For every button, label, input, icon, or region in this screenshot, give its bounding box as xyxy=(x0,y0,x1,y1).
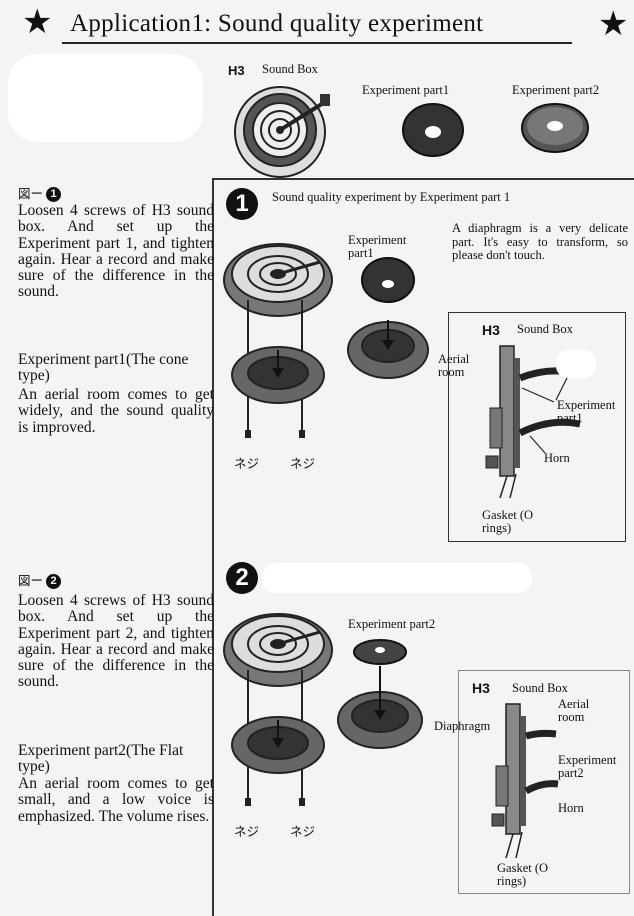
exp-part1-label: Experiment part1 xyxy=(362,83,450,97)
sound-box-icon xyxy=(234,86,330,178)
fig1-diagram-h3: H3 xyxy=(482,322,500,338)
fig1-cross-section-drawing xyxy=(485,345,581,499)
sound-box-label: Sound Box xyxy=(262,62,318,76)
fig2-assembly-illustration xyxy=(223,613,423,806)
fig2-diagram-sound-box: Sound Box xyxy=(512,681,568,695)
fig2-diagram-gasket: Gasket (O rings) xyxy=(497,861,549,888)
fig2-diagram-aerial-room: Aerial room xyxy=(558,697,590,724)
whiteout-fig1-diagram xyxy=(556,350,596,378)
fig1-diagram-gasket: Gasket (O rings) xyxy=(482,508,534,535)
fig1-note: A diaphragm is a very delicate part. It'… xyxy=(452,221,628,262)
title-underline xyxy=(62,42,572,44)
fig1-assembly-illustration xyxy=(223,243,429,438)
fig1-instructions: Loosen 4 screws of H3 sound box. And set… xyxy=(18,202,214,301)
fig2-caption-prefix: 図ー xyxy=(18,574,44,588)
exp-part2-label: Experiment part2 xyxy=(512,83,600,97)
fig2-screw-label-right: ネジ xyxy=(290,825,316,839)
section-divider-vertical xyxy=(212,178,214,916)
experiment-part1-icon xyxy=(402,103,464,157)
fig1-diagram-horn: Horn xyxy=(544,451,570,465)
fig1-screw-label-left: ネジ xyxy=(234,457,260,471)
whiteout-heading-2 xyxy=(262,563,532,593)
fig2-diagram-diaphragm: Diaphragm xyxy=(434,719,491,733)
fig2-diagram-horn: Horn xyxy=(558,801,584,815)
fig1-subheading: Experiment part1(The cone type) xyxy=(18,351,189,385)
h3-label: H3 xyxy=(228,63,245,78)
fig2-experiment-label: Experiment part2 xyxy=(348,617,436,631)
fig1-caption-number: 1 xyxy=(46,187,62,203)
experiment-part2-icon xyxy=(521,103,589,153)
fig2-diagram-experiment: Experiment part2 xyxy=(558,753,617,780)
fig1-heading: Sound quality experiment by Experiment p… xyxy=(272,190,511,204)
star-icon-left: ★ xyxy=(22,4,53,41)
fig2-cross-section-box xyxy=(458,670,630,894)
fig1-experiment-label: Experiment part1 xyxy=(348,233,407,260)
star-icon-right: ★ xyxy=(598,6,629,43)
fig1-cross-section-box xyxy=(448,312,626,542)
fig2-subtext: An aerial room comes to get small, and a… xyxy=(18,775,214,825)
fig1-diagram-sound-box: Sound Box xyxy=(517,322,573,336)
fig1-number-badge: 1 xyxy=(226,188,258,220)
whiteout-top xyxy=(8,54,203,142)
fig2-number-badge: 2 xyxy=(226,562,258,594)
page-title: Application1: Sound quality experiment xyxy=(70,10,484,37)
fig1-screw-label-right: ネジ xyxy=(290,457,316,471)
top-parts-illustration xyxy=(234,86,589,178)
fig2-screw-label-left: ネジ xyxy=(234,825,260,839)
fig2-caption-number: 2 xyxy=(46,574,62,590)
fig2-cross-section-drawing xyxy=(491,703,559,859)
fig2-subheading: Experiment part2(The Flat type) xyxy=(18,742,184,776)
fig2-instructions: Loosen 4 screws of H3 sound box. And set… xyxy=(18,592,214,691)
section-divider-horizontal xyxy=(212,178,634,180)
fig1-subtext: An aerial room comes to get widely, and … xyxy=(18,386,214,436)
fig1-diagram-aerial-room: Aerial room xyxy=(438,352,470,379)
fig1-caption-prefix: 図ー xyxy=(18,187,44,201)
fig2-diagram-h3: H3 xyxy=(472,680,490,696)
